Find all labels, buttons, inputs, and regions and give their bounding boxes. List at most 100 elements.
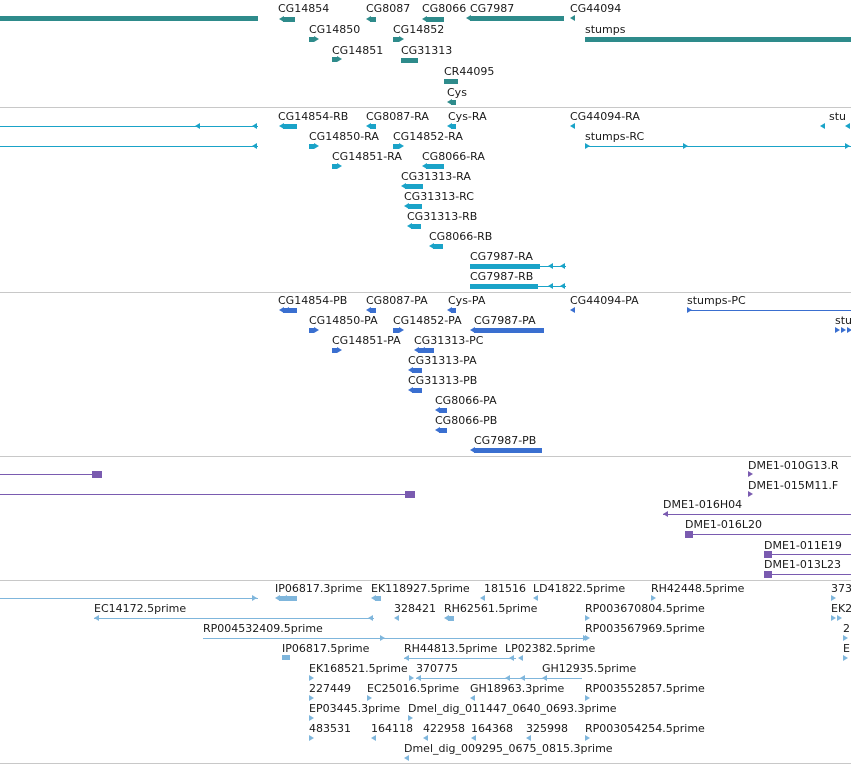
feature-label[interactable]: GH12935.5prime [542,662,637,675]
feature-label[interactable]: 422958 [423,722,465,735]
feature-label[interactable]: 373 [831,582,851,595]
feature-label[interactable]: CG7987-RB [470,270,534,283]
feature-label[interactable]: stu [829,110,847,123]
feature-glyph[interactable] [408,204,422,209]
feature-label[interactable]: CG14854-RB [278,110,349,123]
feature-label[interactable]: CG7987-PA [474,314,536,327]
feature-glyph[interactable] [451,100,456,105]
feature-label[interactable]: CG31313-RA [401,170,471,183]
feature-glyph[interactable] [282,655,290,660]
feature-glyph[interactable] [370,308,376,313]
feature-glyph[interactable] [283,17,295,22]
feature-glyph[interactable] [401,58,418,63]
feature-glyph[interactable] [332,164,337,169]
feature-glyph[interactable] [470,16,564,21]
feature-label[interactable]: CG14851-PA [332,334,401,347]
feature-label[interactable]: CG8066-RB [429,230,493,243]
feature-glyph[interactable] [764,571,772,578]
feature-label[interactable]: DME1-010G13.R [748,459,839,472]
feature-label[interactable]: RH62561.5prime [444,602,538,615]
feature-glyph[interactable] [451,308,456,313]
feature-label[interactable]: CR44095 [444,65,495,78]
feature-glyph[interactable] [279,596,297,601]
feature-glyph[interactable] [309,144,314,149]
feature-label[interactable]: CG8087-RA [366,110,429,123]
feature-glyph[interactable] [393,37,399,42]
feature-glyph[interactable] [309,37,314,42]
feature-label[interactable]: RH42448.5prime [651,582,745,595]
feature-label[interactable]: 483531 [309,722,351,735]
feature-label[interactable]: DME1-013L23 [764,558,841,571]
feature-label[interactable]: CG7987-PB [474,434,537,447]
feature-label[interactable]: CG31313-RB [407,210,478,223]
feature-glyph[interactable] [92,471,102,478]
feature-label[interactable]: CG8087 [366,2,411,15]
feature-label[interactable]: stumps-PC [687,294,746,307]
feature-label[interactable]: CG8066-RA [422,150,485,163]
feature-label[interactable]: RH44813.5prime [404,642,498,655]
feature-label[interactable]: RP004532409.5prime [203,622,323,635]
feature-glyph[interactable] [474,328,544,333]
feature-label[interactable]: Cys-RA [448,110,487,123]
feature-label[interactable]: CG14850-RA [309,130,379,143]
feature-label[interactable]: CG14852 [393,23,445,36]
feature-label[interactable]: CG14854 [278,2,330,15]
feature-label[interactable]: CG14850 [309,23,361,36]
feature-label[interactable]: LP02382.5prime [505,642,596,655]
feature-glyph[interactable] [426,164,444,169]
feature-label[interactable]: DME1-015M11.F [748,479,839,492]
feature-glyph[interactable] [332,57,337,62]
feature-label[interactable]: 181516 [484,582,526,595]
feature-glyph[interactable] [283,124,297,129]
feature-label[interactable]: RP003670804.5prime [585,602,705,615]
feature-label[interactable]: CG8066-PB [435,414,498,427]
feature-label[interactable]: CG14854-PB [278,294,348,307]
feature-glyph[interactable] [685,531,693,538]
feature-label[interactable]: stu [835,314,851,327]
feature-label[interactable]: El [843,642,851,655]
feature-glyph[interactable] [375,596,381,601]
feature-glyph[interactable] [393,328,399,333]
feature-glyph[interactable] [426,17,444,22]
feature-glyph[interactable] [585,37,851,42]
feature-glyph[interactable] [433,244,443,249]
feature-label[interactable]: CG31313-PC [414,334,484,347]
feature-label[interactable]: CG31313-PA [408,354,477,367]
feature-glyph[interactable] [370,17,376,22]
feature-label[interactable]: CG8066 [422,2,467,15]
feature-label[interactable]: GH18963.3prime [470,682,565,695]
feature-glyph[interactable] [451,124,456,129]
feature-label[interactable]: 164368 [471,722,513,735]
feature-label[interactable]: LD41822.5prime [533,582,626,595]
feature-label[interactable]: 2 [843,622,850,635]
feature-label[interactable]: CG14852-RA [393,130,463,143]
feature-label[interactable]: EK2 [831,602,851,615]
feature-label[interactable]: CG14851 [332,44,384,57]
feature-label[interactable]: CG8066-PA [435,394,497,407]
feature-label[interactable]: CG14851-RA [332,150,402,163]
feature-label[interactable]: stumps [585,23,626,36]
feature-label[interactable]: CG44094 [570,2,622,15]
feature-label[interactable]: Dmel_dig_011447_0640_0693.3prime [408,702,617,715]
feature-glyph[interactable] [412,368,422,373]
feature-label[interactable]: Cys [447,86,467,99]
feature-label[interactable]: CG7987 [470,2,515,15]
feature-glyph[interactable] [411,224,421,229]
feature-label[interactable]: Cys-PA [448,294,486,307]
feature-label[interactable]: DME1-011E19 [764,539,842,552]
feature-label[interactable]: 370775 [416,662,458,675]
feature-label[interactable]: CG31313 [401,44,453,57]
feature-label[interactable]: EK118927.5prime [371,582,470,595]
feature-glyph[interactable] [283,308,297,313]
feature-label[interactable]: stumps-RC [585,130,645,143]
feature-glyph[interactable] [332,348,337,353]
feature-glyph[interactable] [470,264,540,269]
feature-glyph[interactable] [418,348,434,353]
feature-glyph[interactable] [370,124,376,129]
feature-glyph[interactable] [393,144,399,149]
feature-label[interactable]: CG14850-PA [309,314,378,327]
feature-glyph[interactable] [470,284,538,289]
feature-glyph[interactable] [444,79,458,84]
feature-label[interactable]: CG14852-PA [393,314,462,327]
feature-label[interactable]: EC14172.5prime [94,602,187,615]
